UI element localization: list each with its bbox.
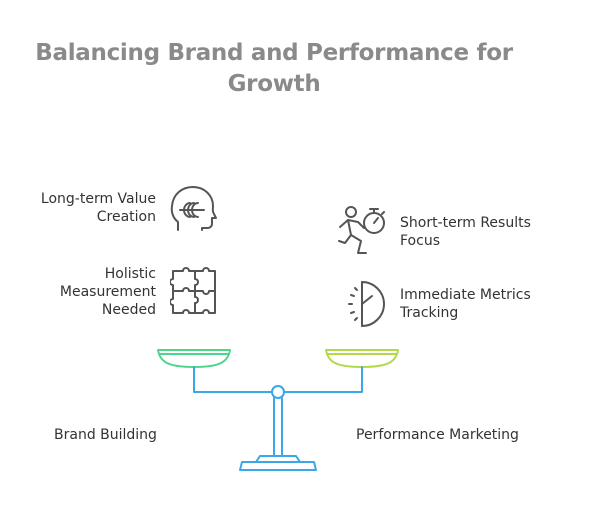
balance-scale (157, 349, 399, 471)
half-clock-icon (348, 281, 385, 327)
diagram-title: Balancing Brand and Performance for Grow… (35, 40, 513, 97)
right-item-label-1: Short-term Results Focus (400, 215, 531, 249)
performance-marketing-label: Performance Marketing (356, 427, 519, 443)
pivot (271, 385, 285, 399)
runner-stopwatch-icon (338, 206, 385, 254)
right-pan (325, 349, 399, 368)
puzzle-icon (170, 267, 216, 314)
left-item-label-1: Long-term Value Creation (40, 191, 156, 225)
left-pan (157, 349, 231, 368)
head-wheat-icon (170, 186, 217, 231)
right-item-label-2: Immediate Metrics Tracking (400, 287, 531, 321)
post (273, 397, 283, 457)
left-item-label-2: Holistic Measurement Needed (59, 266, 156, 318)
brand-building-label: Brand Building (54, 427, 157, 443)
